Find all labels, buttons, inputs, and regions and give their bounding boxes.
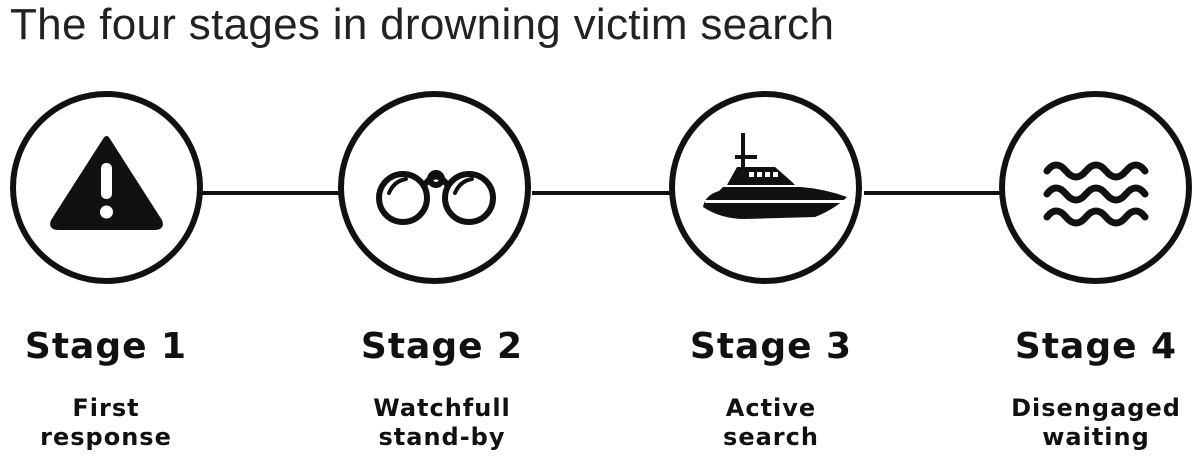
connector-line-3-4 xyxy=(864,191,1004,195)
stage-2-desc-line-1: Watchfull xyxy=(373,394,511,422)
waves-icon xyxy=(1043,161,1149,227)
stage-3-desc-line-2: search xyxy=(723,423,819,451)
stage-1-circle xyxy=(10,91,203,284)
stage-2-description: Watchfull stand-by xyxy=(327,394,557,452)
stage-2-desc-line-2: stand-by xyxy=(378,423,506,451)
stage-3-description: Active search xyxy=(656,394,886,452)
stage-1-label: Stage 1 xyxy=(24,326,188,367)
stage-3-label: Stage 3 xyxy=(689,326,853,367)
binoculars-icon xyxy=(376,170,496,225)
stage-1-description: First response xyxy=(0,394,221,452)
stage-1-desc-line-2: response xyxy=(40,423,172,451)
stage-4-description: Disengaged waiting xyxy=(981,394,1200,452)
stage-4-desc-line-1: Disengaged xyxy=(1011,394,1181,422)
stage-1-desc-line-1: First xyxy=(72,394,140,422)
connector-line-1-2 xyxy=(200,191,340,195)
stage-2-circle xyxy=(338,91,531,284)
stage-4-circle xyxy=(999,91,1192,284)
diagram-title: The four stages in drowning victim searc… xyxy=(10,0,835,49)
warning-icon xyxy=(50,136,163,230)
boat-icon xyxy=(703,133,855,219)
stage-4-desc-line-2: waiting xyxy=(1042,423,1150,451)
stage-3-circle xyxy=(669,91,862,284)
connector-line-2-3 xyxy=(532,191,672,195)
stage-3-desc-line-1: Active xyxy=(725,394,817,422)
stage-4-label: Stage 4 xyxy=(1014,326,1178,367)
stage-2-label: Stage 2 xyxy=(360,326,524,367)
